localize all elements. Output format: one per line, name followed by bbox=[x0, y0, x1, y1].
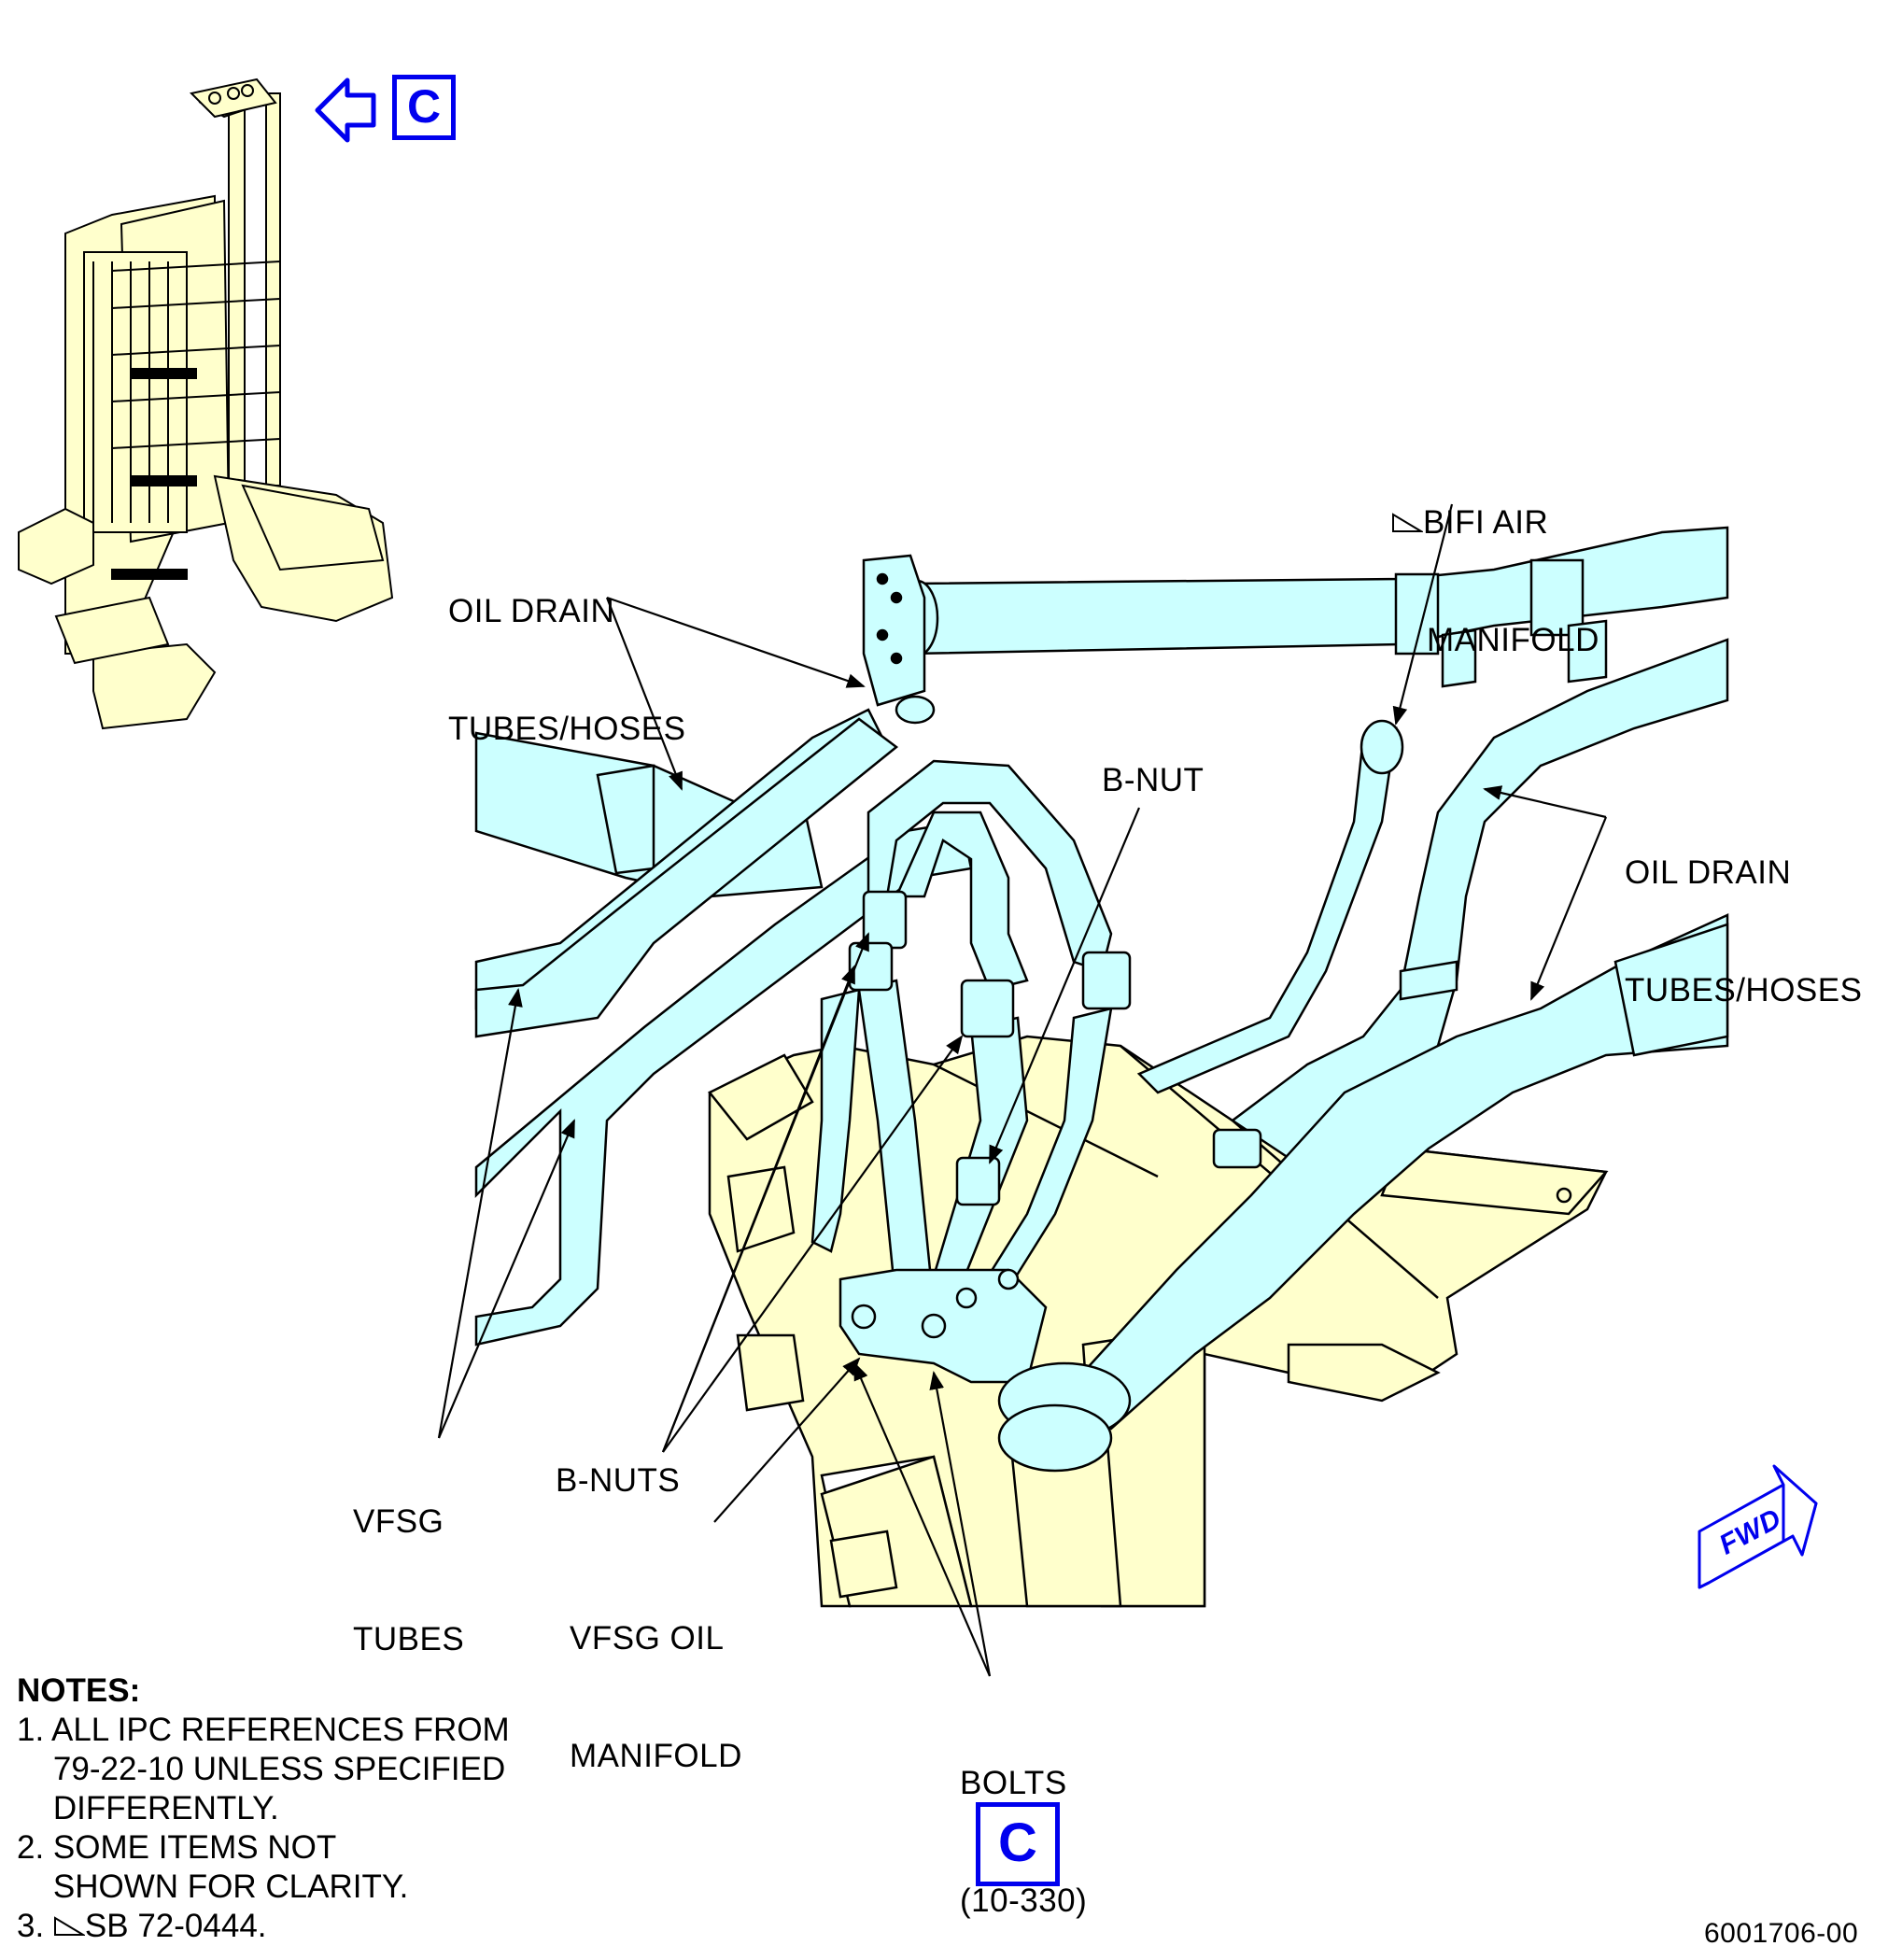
vfsg-center-tubes bbox=[810, 759, 1132, 1384]
label-vfsg-tubes: VFSG TUBES bbox=[353, 1503, 465, 1657]
note-3: 3. SB 72-0444. bbox=[17, 1908, 267, 1944]
bifi-air-manifold bbox=[895, 526, 1729, 688]
label-bolts: BOLTS (10-330) bbox=[960, 1765, 1088, 1919]
label-b-nut: B-NUT bbox=[1102, 762, 1205, 798]
notes-title: NOTES: bbox=[17, 1672, 141, 1709]
sb-triangle-icon bbox=[1392, 513, 1423, 532]
locator-arrow bbox=[315, 78, 376, 143]
label-b-nuts: B-NUTS bbox=[556, 1462, 681, 1499]
note-1-line-2: 79-22-10 UNLESS SPECIFIED bbox=[17, 1751, 506, 1787]
label-oil-drain-left: OIL DRAIN TUBES/HOSES bbox=[448, 593, 686, 747]
note-2-line-1: 2. SOME ITEMS NOT bbox=[17, 1829, 337, 1866]
sb-triangle-icon bbox=[53, 1916, 85, 1936]
note-2-line-2: SHOWN FOR CLARITY. bbox=[17, 1868, 409, 1905]
figure-id: 6001706-00 bbox=[1704, 1918, 1859, 1949]
manifold-support-bracket bbox=[862, 554, 936, 725]
notes-block: NOTES: 1. ALL IPC REFERENCES FROM 79-22-… bbox=[17, 1671, 510, 1946]
note-1-line-1: 1. ALL IPC REFERENCES FROM bbox=[17, 1712, 510, 1748]
label-oil-drain-right: OIL DRAIN TUBES/HOSES bbox=[1625, 854, 1863, 1008]
oil-drain-hose-right bbox=[997, 638, 1729, 1473]
label-bifi-air-manifold: BIFI AIR MANIFOLD bbox=[1391, 425, 1599, 699]
fwd-arrow-icon bbox=[1698, 1464, 1818, 1589]
view-c-callout-top: C bbox=[392, 75, 456, 140]
label-vfsg-oil-manifold: VFSG OIL MANIFOLD bbox=[570, 1620, 742, 1774]
locator-engine-view bbox=[18, 78, 394, 730]
note-1-line-3: DIFFERENTLY. bbox=[17, 1790, 279, 1826]
leader-lines bbox=[437, 503, 1608, 1677]
view-c-callout-bottom: C bbox=[976, 1802, 1060, 1886]
